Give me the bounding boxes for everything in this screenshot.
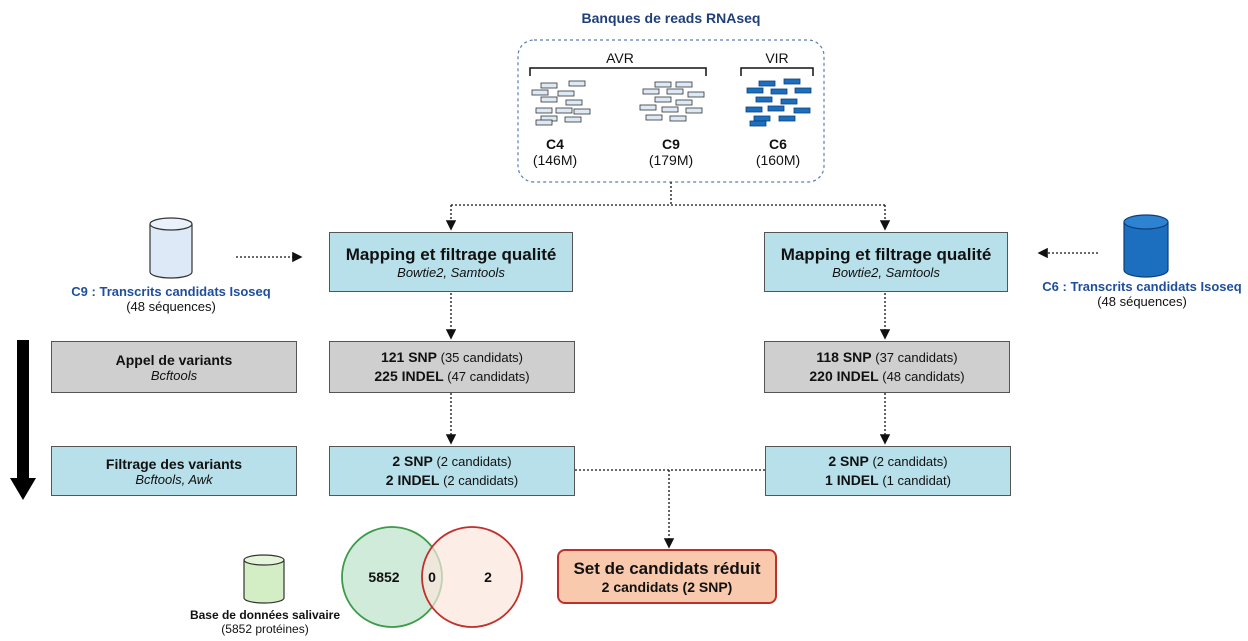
venn-right-circle — [421, 526, 523, 628]
filtered-left-snp-n: 2 SNP — [392, 453, 433, 469]
filtrage-title: Filtrage des variants — [105, 455, 243, 472]
avr-label: AVR — [606, 50, 634, 66]
filtrage-tools: Bcftools, Awk — [135, 471, 213, 487]
mapping-left-title: Mapping et filtrage qualité — [345, 244, 557, 264]
filtered-right-snp-c: (2 candidats) — [868, 454, 948, 469]
mapping-right-tools: Bowtie2, Samtools — [832, 264, 940, 280]
variants-left-box: 121 SNP (35 candidats) 225 INDEL (47 can… — [329, 341, 575, 393]
appel-box: Appel de variants Bcftools — [51, 341, 297, 393]
appel-tools: Bcftools — [150, 367, 198, 383]
right-db-icon — [1123, 214, 1169, 278]
filtered-right-box: 2 SNP (2 candidats) 1 INDEL (1 candidat) — [765, 446, 1011, 496]
filtered-right-indel-n: 1 INDEL — [825, 472, 879, 488]
variants-left-snp-c: (35 candidats) — [437, 350, 524, 365]
variants-left-indel-n: 225 INDEL — [374, 368, 444, 384]
salivary-db-label: Base de données salivaire — [189, 608, 341, 622]
filtered-right-snp-n: 2 SNP — [828, 453, 869, 469]
c6-sample: C6 (160M) — [752, 136, 804, 168]
left-db-icon — [149, 217, 193, 279]
c6-reads — [745, 78, 812, 127]
venn-overlap-value: 0 — [428, 569, 436, 585]
progress-arrow-shaft — [17, 340, 29, 480]
result-box: Set de candidats réduit 2 candidats (2 S… — [557, 549, 777, 604]
c4-sample: C4 (146M) — [530, 136, 580, 168]
c9-sample: C9 (179M) — [645, 136, 697, 168]
c4-reads — [531, 80, 591, 126]
c6-name: C6 — [769, 136, 787, 152]
result-detail: 2 candidats (2 SNP) — [601, 578, 733, 595]
filtered-left-box: 2 SNP (2 candidats) 2 INDEL (2 candidats… — [329, 446, 575, 496]
venn-left-value: 5852 — [368, 569, 400, 585]
left-db-caption: C9 : Transcrits candidats Isoseq (48 séq… — [60, 284, 282, 314]
banques-title: Banques de reads RNAseq — [581, 10, 761, 26]
vir-label: VIR — [765, 50, 789, 66]
filtered-left-indel-n: 2 INDEL — [385, 472, 440, 488]
avr-bracket — [529, 67, 707, 76]
salivary-db-count: (5852 protéines) — [221, 622, 309, 636]
mapping-right-box: Mapping et filtrage qualité Bowtie2, Sam… — [764, 232, 1008, 292]
c4-count: (146M) — [532, 152, 578, 168]
c6-count: (160M) — [755, 152, 801, 168]
right-db-count: (48 séquences) — [1097, 294, 1187, 309]
variants-right-snp-c: (37 candidats) — [871, 350, 958, 365]
c9-name: C9 — [662, 136, 680, 152]
filtered-right-indel-c: (1 candidat) — [878, 473, 951, 488]
c4-name: C4 — [546, 136, 564, 152]
left-db-count: (48 séquences) — [126, 299, 216, 314]
filtered-left-snp-c: (2 candidats) — [432, 454, 512, 469]
right-db-caption: C6 : Transcrits candidats Isoseq (48 séq… — [1036, 279, 1248, 309]
venn-right-value: 2 — [484, 569, 492, 585]
mapping-left-box: Mapping et filtrage qualité Bowtie2, Sam… — [329, 232, 573, 292]
vir-bracket — [740, 67, 814, 76]
mapping-left-tools: Bowtie2, Samtools — [397, 264, 505, 280]
c9-reads — [639, 81, 705, 122]
filtered-left-indel-c: (2 candidats) — [439, 473, 519, 488]
salivary-db-icon — [243, 554, 285, 604]
c9-count: (179M) — [648, 152, 694, 168]
mapping-right-title: Mapping et filtrage qualité — [780, 244, 992, 264]
variants-right-indel-c: (48 candidats) — [878, 369, 965, 384]
variants-left-snp-n: 121 SNP — [380, 349, 438, 365]
appel-title: Appel de variants — [115, 351, 233, 368]
variants-left-indel-c: (47 candidats) — [443, 369, 530, 384]
result-title: Set de candidats réduit — [573, 558, 761, 578]
variants-right-indel-n: 220 INDEL — [809, 368, 879, 384]
right-db-label: C6 : Transcrits candidats Isoseq — [1042, 279, 1242, 294]
variants-right-snp-n: 118 SNP — [816, 349, 872, 365]
filtrage-box: Filtrage des variants Bcftools, Awk — [51, 446, 297, 496]
variants-right-box: 118 SNP (37 candidats) 220 INDEL (48 can… — [764, 341, 1010, 393]
progress-arrow-head — [10, 478, 36, 500]
left-db-label: C9 : Transcrits candidats Isoseq — [71, 284, 271, 299]
salivary-db-caption: Base de données salivaire (5852 protéine… — [170, 608, 360, 636]
